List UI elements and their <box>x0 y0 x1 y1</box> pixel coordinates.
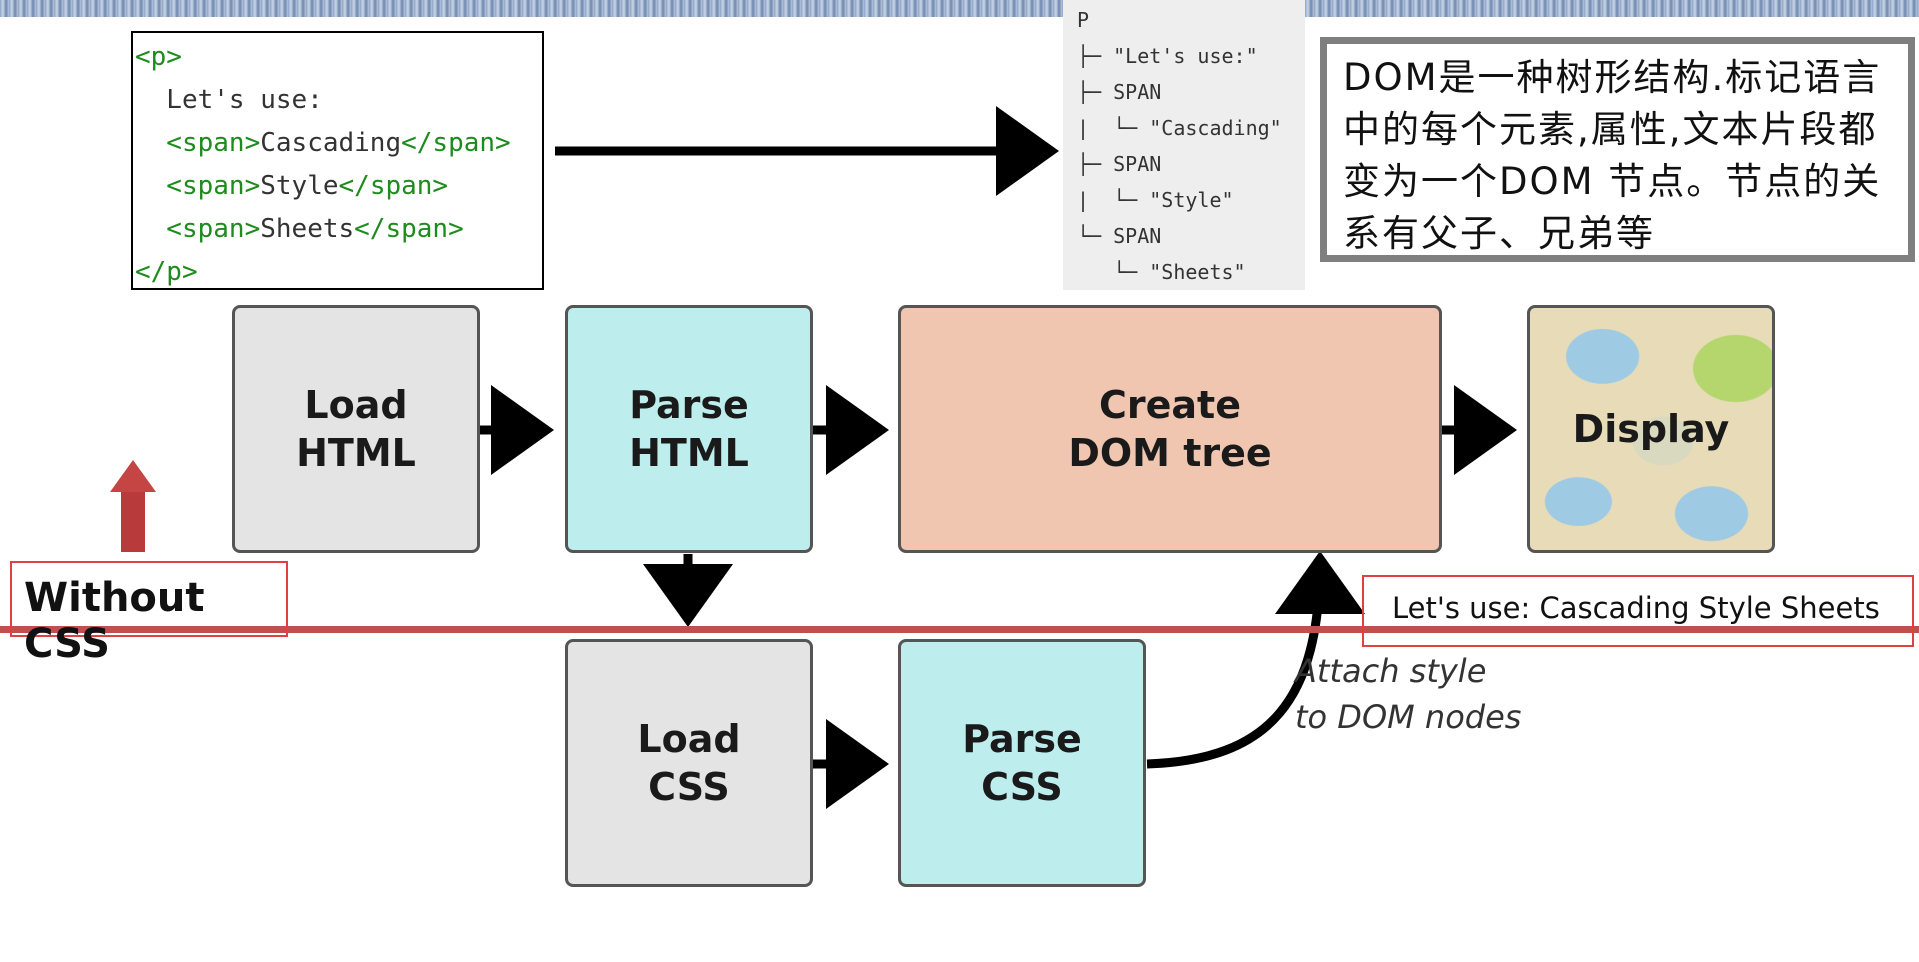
top-banner-strip <box>0 0 1919 17</box>
code-line: <p> <box>135 42 182 72</box>
code-line: </p> <box>135 257 198 287</box>
code-line: Let's use: <box>135 85 323 115</box>
dom-tree-line: ├─ "Let's use:" <box>1077 44 1258 68</box>
red-up-arrow-shaft <box>121 492 145 552</box>
load-html-box: Load HTML <box>232 305 480 553</box>
create-dom-tree-box: Create DOM tree <box>898 305 1442 553</box>
display-label: Display <box>1572 407 1730 451</box>
display-box: Display <box>1527 305 1775 553</box>
code-line: <span>Style</span> <box>135 171 449 201</box>
without-css-label: Without CSS <box>10 561 288 667</box>
load-css-box: Load CSS <box>565 639 813 887</box>
parse-html-label: Parse HTML <box>629 383 749 475</box>
dom-tree-line: ├─ SPAN <box>1077 80 1162 104</box>
dom-explanation-note: DOM是一种树形结构.标记语言中的每个元素,属性,文本片段都变为一个DOM 节点… <box>1320 37 1915 262</box>
dom-tree-line: | └─ "Style" <box>1077 188 1234 212</box>
dom-tree-line: P <box>1077 8 1090 32</box>
create-dom-tree-label: Create DOM tree <box>1068 383 1272 475</box>
attach-caption-line: Attach style <box>1295 652 1487 690</box>
dom-tree-line: | └─ "Cascading" <box>1077 116 1282 140</box>
load-html-label: Load HTML <box>296 383 416 475</box>
dom-tree-line: └─ "Sheets" <box>1077 260 1246 284</box>
code-line: <span>Sheets</span> <box>135 214 464 244</box>
load-css-label: Load CSS <box>637 717 741 809</box>
parse-css-box: Parse CSS <box>898 639 1146 887</box>
red-up-arrow-head <box>110 460 156 492</box>
red-divider-line <box>0 626 1919 633</box>
attach-style-curve-arrow <box>1146 551 1365 769</box>
dom-tree-line: └─ SPAN <box>1077 224 1162 248</box>
dom-tree-line: ├─ SPAN <box>1077 152 1162 176</box>
html-code-snippet: <p> Let's use: <span>Cascading</span> <s… <box>131 31 544 290</box>
dom-tree-panel: P ├─ "Let's use:" ├─ SPAN | └─ "Cascadin… <box>1063 0 1305 290</box>
code-line: <span>Cascading</span> <box>135 128 511 158</box>
attach-style-caption: Attach style to DOM nodes <box>1295 648 1521 740</box>
rendered-output-label: Let's use: Cascading Style Sheets <box>1362 575 1914 647</box>
parse-html-box: Parse HTML <box>565 305 813 553</box>
parse-css-label: Parse CSS <box>962 717 1082 809</box>
attach-caption-line: to DOM nodes <box>1295 698 1522 736</box>
